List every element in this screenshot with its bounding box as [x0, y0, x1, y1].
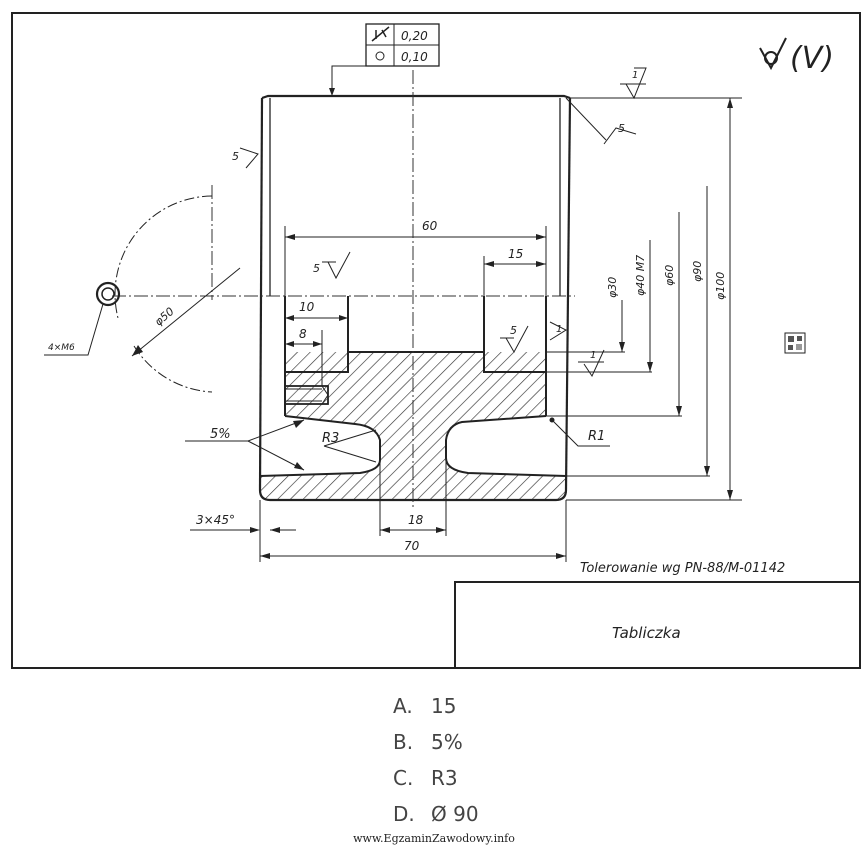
answer-text: 5% — [431, 730, 463, 754]
footer-source: www.EgzaminZawodowy.info — [353, 832, 515, 845]
dimension-chamfer: 3×45° — [190, 513, 296, 533]
slope-label: 5% — [210, 427, 231, 442]
runout-icon — [371, 26, 390, 42]
general-roughness-symbol: (V) — [759, 37, 834, 76]
svg-text:1: 1 — [590, 350, 596, 361]
answer-text: Ø 90 — [431, 802, 479, 826]
answer-d[interactable]: D. Ø 90 — [393, 796, 479, 832]
svg-text:5: 5 — [510, 324, 517, 337]
tolerance-frame: 0,20 0,10 — [329, 23, 440, 96]
roughness-groove-side: 1 — [549, 321, 568, 341]
dim-phi100: φ100 — [714, 272, 727, 300]
dimension-18: 18 — [379, 460, 447, 536]
slope-callout: 5% — [185, 419, 305, 471]
r1-label: R1 — [588, 429, 605, 444]
tolerance-note: Tolerowanie wg PN-88/M-01142 — [580, 561, 785, 576]
svg-text:1: 1 — [632, 70, 638, 81]
roughness-middle-left: 5 — [313, 251, 351, 280]
svg-text:5: 5 — [313, 262, 320, 275]
r3-label: R3 — [322, 431, 339, 446]
title-block-label: Tabliczka — [612, 624, 681, 642]
dim-phi40: φ40 M7 — [634, 255, 647, 296]
technical-drawing: Tabliczka Tolerowanie wg PN-88/M-01142 (… — [11, 12, 861, 669]
tolerance-value-1: 0,20 — [401, 29, 428, 43]
roughness-top: 1 — [620, 67, 647, 100]
roughness-groove-bottom: 5 — [500, 324, 529, 354]
answer-list: A. 15 B. 5% C. R3 D. Ø 90 — [393, 688, 479, 832]
dim-8-label: 8 — [299, 327, 307, 341]
svg-text:1: 1 — [556, 324, 562, 335]
roughness-left: 5 — [232, 147, 259, 169]
radius-r3: R3 — [322, 429, 377, 463]
title-block: Tabliczka — [454, 581, 860, 668]
dimension-8: 8 — [285, 327, 323, 386]
answer-text: 15 — [431, 694, 457, 718]
answer-letter: B. — [393, 730, 414, 754]
bolt-circle-view: φ50 4×M6 — [44, 195, 241, 393]
dimension-60: 60 — [284, 219, 547, 296]
qr-mark-icon — [784, 332, 806, 354]
answer-letter: C. — [393, 766, 414, 790]
answer-a[interactable]: A. 15 — [393, 688, 479, 724]
roughness-right-edge: 5 — [565, 97, 637, 145]
general-roughness-label: (V) — [790, 41, 834, 76]
dim-phi50: φ50 — [152, 305, 177, 329]
dim-70-label: 70 — [404, 539, 420, 553]
radius-r1: R1 — [549, 417, 610, 447]
answer-text: R3 — [431, 766, 458, 790]
tolerance-value-2: 0,10 — [401, 50, 428, 64]
dimension-70: 70 — [259, 500, 567, 562]
center-lines — [112, 70, 575, 510]
dim-chamfer-label: 3×45° — [196, 513, 235, 527]
dim-thread: 4×M6 — [48, 343, 75, 353]
dim-phi60: φ60 — [663, 265, 676, 286]
dim-18-label: 18 — [408, 513, 424, 527]
circularity-icon — [375, 51, 385, 61]
answer-c[interactable]: C. R3 — [393, 760, 479, 796]
dim-15-label: 15 — [508, 247, 523, 261]
dimension-10: 10 — [285, 300, 348, 321]
dimension-15: 15 — [483, 247, 546, 296]
answer-b[interactable]: B. 5% — [393, 724, 479, 760]
svg-text:5: 5 — [618, 122, 625, 135]
roughness-bore: 1 — [578, 349, 605, 378]
dim-10-label: 10 — [299, 300, 315, 314]
diameter-dimensions: φ30 φ40 M7 φ60 φ90 φ100 — [546, 97, 742, 501]
answer-letter: D. — [393, 802, 415, 826]
dim-60-label: 60 — [422, 219, 438, 233]
dim-phi90: φ90 — [691, 261, 704, 282]
svg-text:5: 5 — [232, 150, 239, 163]
sheet-frame — [11, 12, 861, 669]
answer-letter: A. — [393, 694, 413, 718]
dim-phi30: φ30 — [606, 277, 619, 298]
part-outline — [258, 94, 572, 502]
